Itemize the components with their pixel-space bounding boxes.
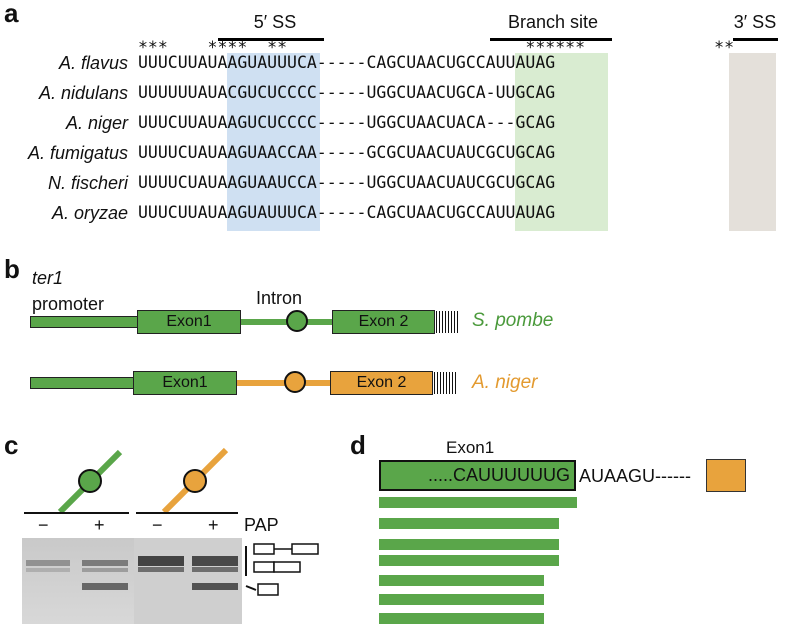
- read-bar: [379, 575, 544, 586]
- panel-letter-d: d: [350, 430, 366, 460]
- promoter-bar: [30, 377, 134, 389]
- orange-intron-icon: [161, 447, 229, 515]
- species-label: A. fumigatus: [27, 143, 128, 163]
- panel-letter-b: b: [4, 254, 20, 284]
- exon2-label: Exon 2: [356, 374, 407, 391]
- read-bar: [379, 539, 559, 550]
- exon2-box: Exon 2: [332, 310, 435, 334]
- green-intron-icon: [57, 449, 123, 515]
- exon1-box: Exon1: [133, 371, 237, 395]
- ss5-header-bar: [218, 38, 324, 41]
- sequence: UUUCUUAUAAGUCUCCCC-----UGGCUAACUACA---GC…: [138, 113, 556, 132]
- splice-icons: [57, 447, 229, 515]
- lane-label: −: [38, 515, 49, 535]
- panel-letter-c: c: [4, 430, 19, 460]
- species-label: A. niger: [65, 113, 128, 133]
- species-label: N. fischeri: [47, 173, 128, 193]
- lane-group-bar-2: [136, 512, 238, 514]
- ss5-highlight: [227, 53, 320, 231]
- gene-name: ter1: [32, 268, 64, 288]
- branch-circle: [284, 371, 306, 393]
- ss3-header-bar: [733, 38, 778, 41]
- terminator-hatch: [436, 311, 460, 333]
- read-bar: [379, 497, 577, 508]
- branch-header-bar: [490, 38, 612, 41]
- read-bar: [379, 555, 559, 566]
- lane-label: +: [208, 515, 219, 535]
- sequence: UUUCUUAUAAGUAUUUCA-----CAGCUAACUGCCAUUAU…: [138, 203, 556, 222]
- ss3-header: 3′ SS: [733, 12, 777, 32]
- intron-sequence: AUAAGU------: [579, 466, 691, 486]
- ss3-highlight: [729, 53, 776, 231]
- read-bar: [379, 594, 544, 605]
- gel-image: [22, 538, 242, 624]
- branch-header: Branch site: [507, 12, 599, 32]
- species-label-s-pombe: S. pombe: [472, 310, 554, 331]
- band-legend: [245, 543, 319, 596]
- branch-highlight: [515, 53, 608, 231]
- promoter-bar: [30, 316, 138, 328]
- exon1-box-d: [379, 460, 576, 491]
- pap-label: PAP: [244, 515, 279, 535]
- sequence: UUUUUUAUACGUCUCCCC-----UGGCUAACUGCA-UUGC…: [138, 83, 556, 102]
- read-bar: [379, 518, 559, 529]
- intron-label: Intron: [256, 288, 303, 308]
- terminator-hatch: [434, 372, 458, 394]
- conservation-stars: *** **** ** ****** **: [138, 38, 735, 57]
- species-label-a-niger: A. niger: [472, 372, 538, 393]
- panel-letter-a: a: [4, 0, 19, 28]
- promoter-label: promoter: [32, 294, 105, 314]
- species-label: A. flavus: [58, 53, 128, 73]
- sequence: UUUUCUAUAAGUAAUCCA-----UGGCUAACUAUCGCUGC…: [138, 173, 556, 192]
- lane-label: −: [152, 515, 163, 535]
- read-bar: [379, 613, 544, 624]
- exon2-box: Exon 2: [330, 371, 433, 395]
- exon1-sequence: .....CAUUUUUUG: [427, 465, 570, 485]
- exon1-box: Exon1: [137, 310, 241, 334]
- sequence: UUUCUUAUAAGUAUUUCA-----CAGCUAACUGCCAUUAU…: [138, 53, 556, 72]
- exon2-box-d: [706, 459, 746, 492]
- species-label: A. nidulans: [38, 83, 128, 103]
- exon2-label: Exon 2: [358, 313, 409, 330]
- exon1-label-d: Exon1: [446, 438, 495, 457]
- exon1-label: Exon1: [166, 313, 212, 330]
- lane-label: +: [94, 515, 105, 535]
- lane-group-bar-1: [24, 512, 129, 514]
- exon1-label: Exon1: [162, 374, 208, 391]
- sequence: UUUUCUAUAAGUAACCAA-----GCGCUAACUAUCGCUGC…: [138, 143, 556, 162]
- ss5-header: 5′ SS: [253, 12, 297, 32]
- branch-circle: [286, 310, 308, 332]
- species-label: A. oryzae: [51, 203, 128, 223]
